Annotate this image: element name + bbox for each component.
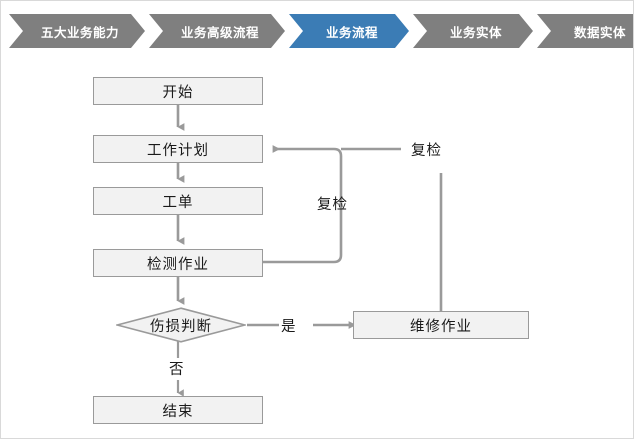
node-damage-decision-label: 伤损判断: [150, 318, 212, 335]
edge-label-no: 否: [169, 362, 185, 378]
breadcrumb-item-5[interactable]: 数据实体: [537, 14, 634, 48]
breadcrumb-item-4[interactable]: 业务实体: [413, 14, 533, 48]
breadcrumb-item-3-label: 业务流程: [325, 25, 378, 40]
node-start[interactable]: 开始: [93, 77, 263, 105]
diamond-shape: [116, 307, 246, 343]
breadcrumb-item-3-active[interactable]: 业务流程: [289, 14, 409, 48]
node-end[interactable]: 结束: [93, 396, 263, 424]
node-damage-decision[interactable]: 伤损判断: [116, 307, 246, 343]
node-inspection[interactable]: 检测作业: [93, 249, 263, 277]
breadcrumb-item-1-label: 五大业务能力: [40, 25, 119, 40]
node-repair-label: 维修作业: [410, 318, 472, 335]
node-work-order-label: 工单: [162, 194, 194, 211]
node-work-order[interactable]: 工单: [93, 187, 263, 215]
node-work-plan[interactable]: 工作计划: [93, 135, 263, 163]
breadcrumb-item-2-label: 业务高级流程: [180, 25, 259, 40]
edge-label-recheck-inner: 复检: [317, 197, 348, 213]
node-work-plan-label: 工作计划: [147, 142, 209, 159]
breadcrumb-item-2[interactable]: 业务高级流程: [149, 14, 285, 48]
breadcrumb-item-5-label: 数据实体: [573, 25, 626, 40]
node-inspection-label: 检测作业: [147, 256, 209, 273]
breadcrumb-item-4-label: 业务实体: [449, 25, 502, 40]
node-end-label: 结束: [162, 403, 194, 420]
edge-label-recheck-outer: 复检: [411, 143, 442, 159]
edge-label-yes: 是: [281, 319, 297, 335]
breadcrumb: 五大业务能力 业务高级流程 业务流程 业务实体 数据实体: [9, 14, 634, 48]
breadcrumb-item-1[interactable]: 五大业务能力: [9, 14, 145, 48]
node-start-label: 开始: [162, 84, 194, 101]
node-repair[interactable]: 维修作业: [353, 311, 529, 339]
